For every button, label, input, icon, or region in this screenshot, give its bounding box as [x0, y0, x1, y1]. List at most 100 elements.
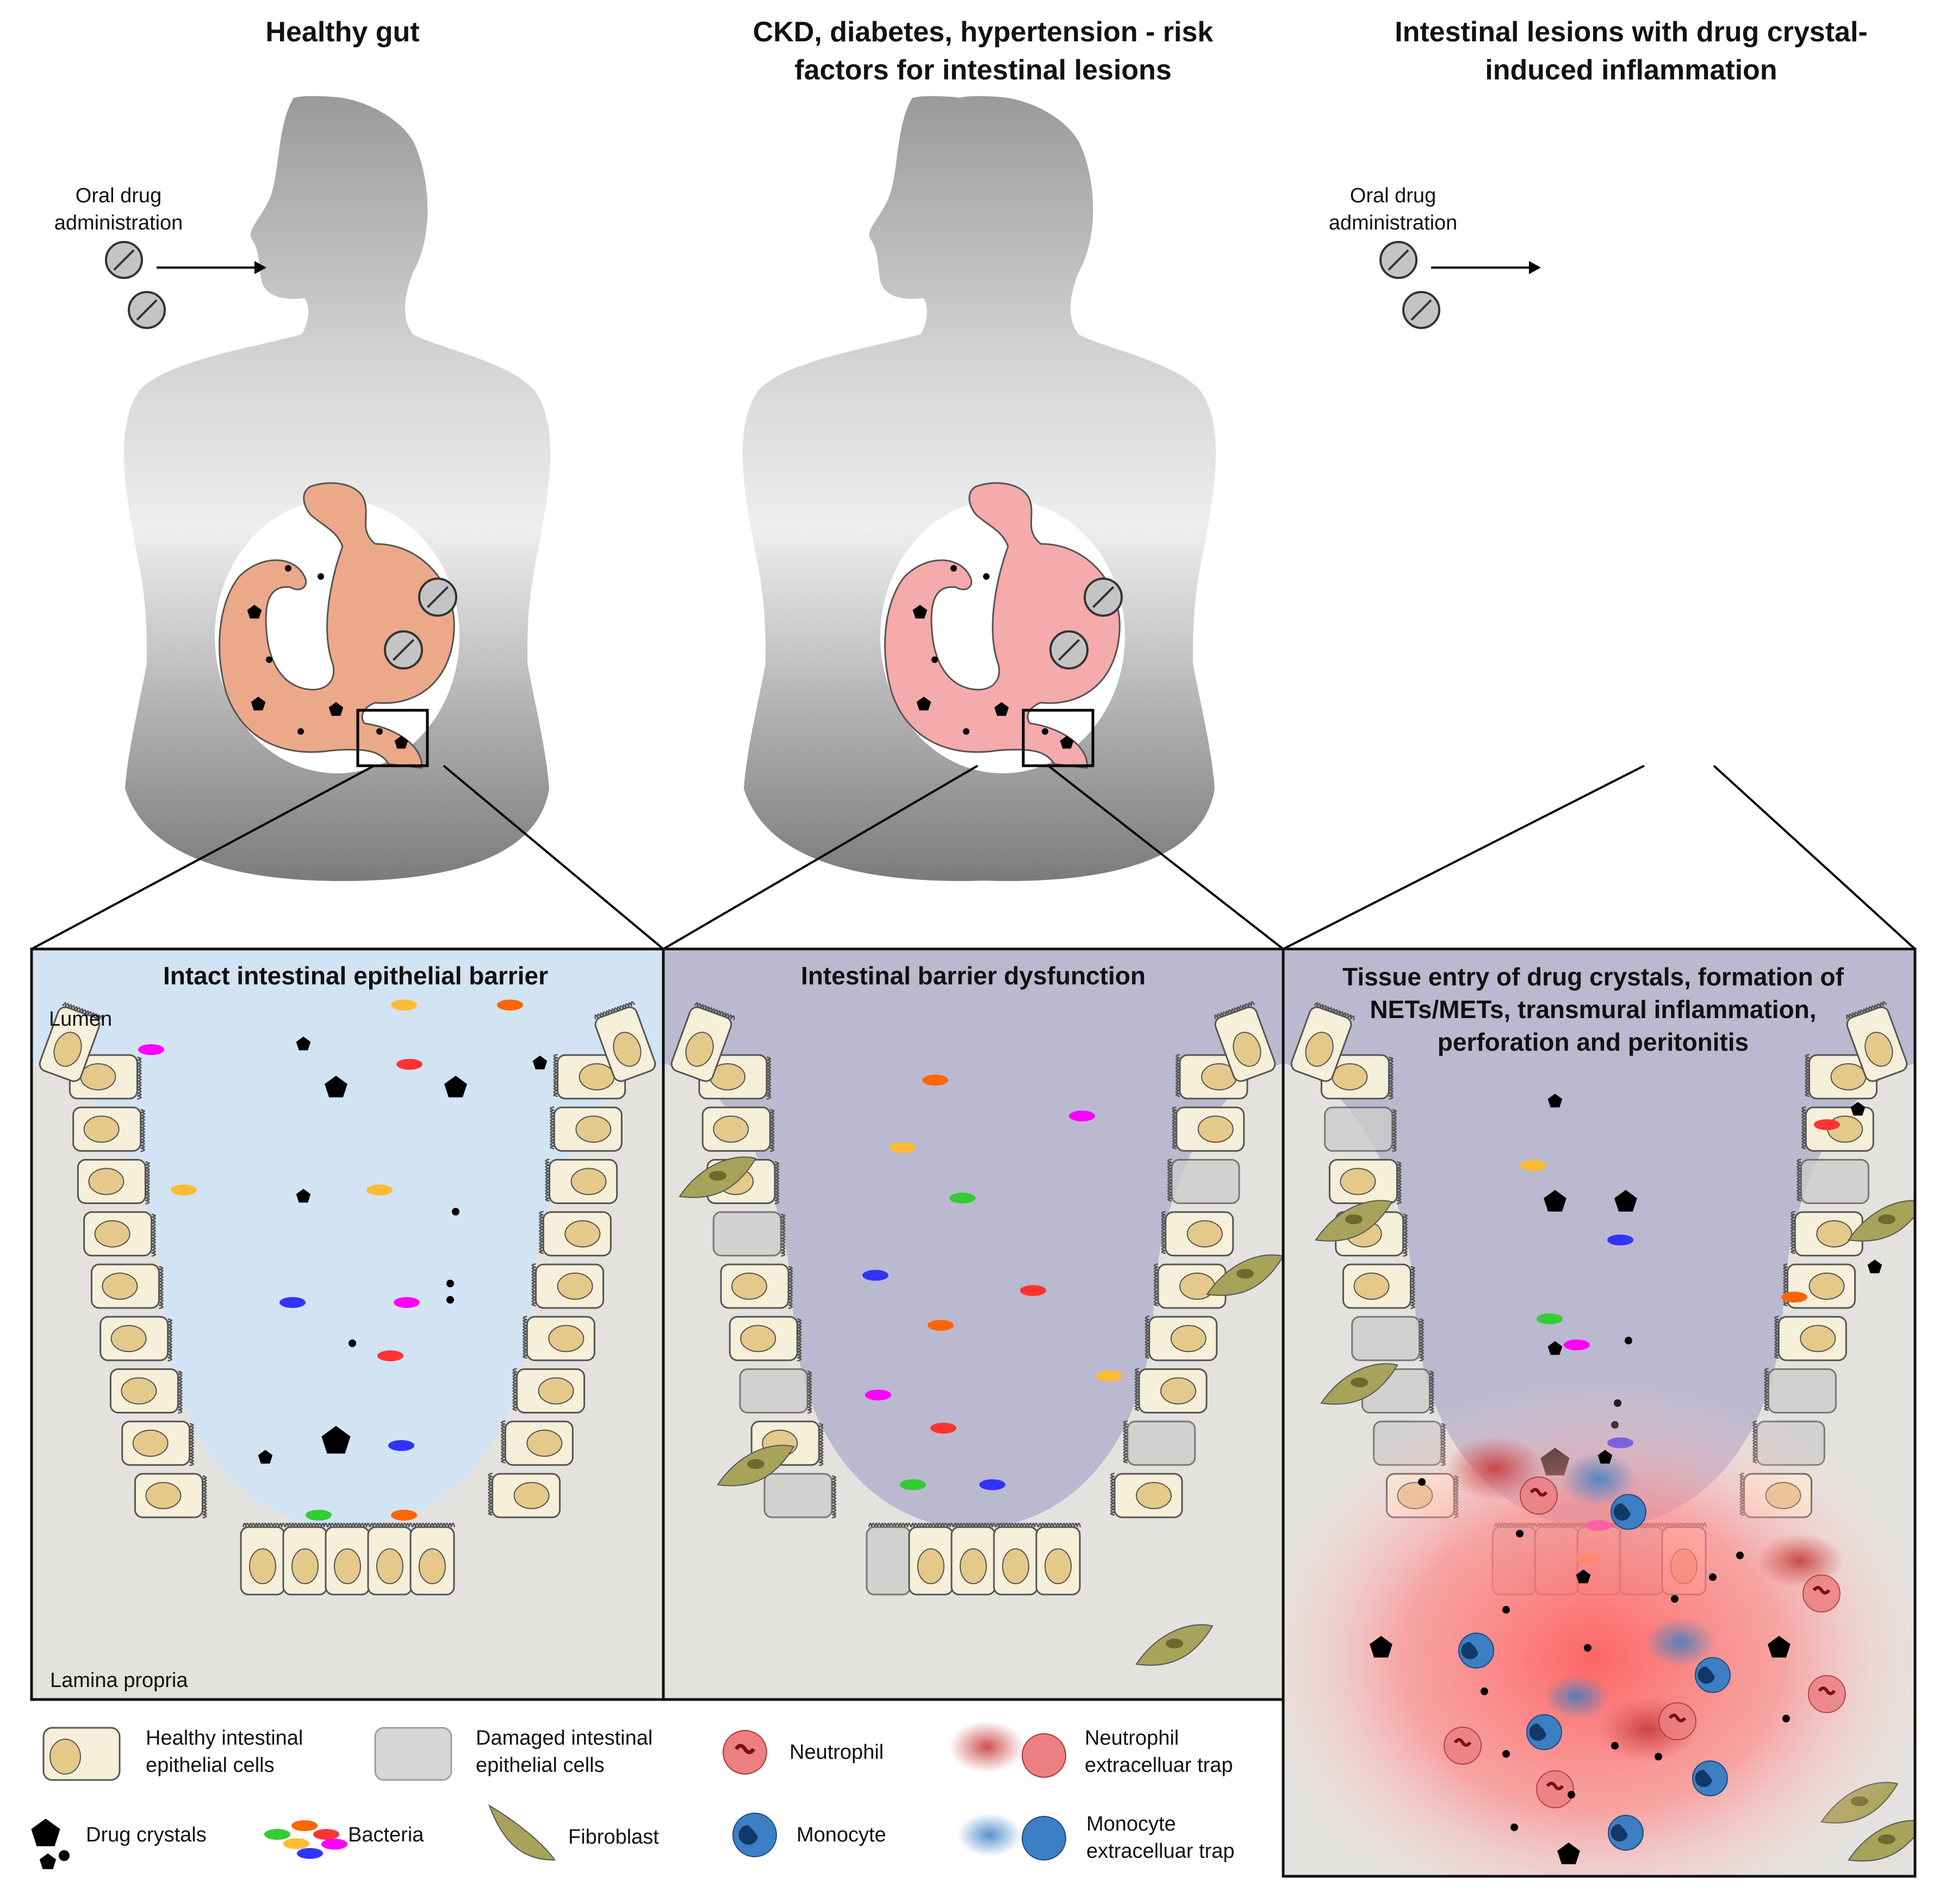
bacteria-icon — [949, 1193, 975, 1204]
drug-crystal-icon — [318, 573, 324, 580]
bacteria-icon — [865, 1390, 891, 1400]
drug-crystal-icon — [251, 697, 266, 711]
microvilli — [1161, 1211, 1166, 1254]
bacteria-icon — [264, 1829, 290, 1840]
microvilli — [202, 1475, 207, 1519]
nucleus — [731, 1273, 767, 1300]
nucleus — [613, 1032, 642, 1067]
panel-2-villus — [663, 951, 1283, 1666]
nucleus — [685, 1032, 714, 1067]
damaged-epithelial-cell — [739, 1368, 812, 1414]
healthy-epithelial-cell — [1110, 1472, 1183, 1518]
microvilli — [1389, 1056, 1394, 1100]
monocyte-nucleus — [1461, 1642, 1478, 1659]
column-title-2-line-2: factors for intestinal lesions — [794, 54, 1172, 86]
microvilli — [1175, 1053, 1180, 1097]
nucleus — [1808, 1273, 1845, 1300]
legend-neutrophil: Neutrophil — [789, 1741, 884, 1764]
microvilli — [1419, 1318, 1424, 1362]
microvilli — [780, 1213, 786, 1257]
nucleus — [1816, 1220, 1852, 1248]
microvilli — [545, 1158, 550, 1202]
neutrophil-nucleus — [1812, 1586, 1831, 1595]
pill-score-line — [1058, 638, 1080, 661]
nucleus — [557, 1273, 593, 1300]
neutrophil — [1808, 1675, 1846, 1713]
drug-crystal-icon — [1655, 1753, 1662, 1760]
nucleus — [419, 1548, 446, 1584]
microvilli — [512, 1368, 517, 1411]
drug-crystal-icon — [1782, 1715, 1790, 1722]
healthy-epithelial-cell — [1328, 1159, 1402, 1205]
nucleus — [376, 1548, 403, 1584]
neutrophil-icon — [723, 1730, 767, 1775]
neutrophil — [1520, 1477, 1558, 1515]
cell-body — [866, 1526, 911, 1596]
bacteria-icon — [366, 1184, 393, 1195]
drug-crystal-icon — [247, 605, 262, 619]
pill-score-line — [1388, 249, 1409, 271]
healthy-epithelial-cell — [1134, 1368, 1208, 1413]
healthy-epithelial-cell — [409, 1522, 456, 1596]
monocyte-icon — [1022, 1816, 1066, 1860]
column-title-1-line-1: Healthy gut — [265, 16, 419, 48]
microvilli — [1214, 1001, 1255, 1020]
healthy-epithelial-cell — [134, 1473, 207, 1519]
microvilli — [1392, 1109, 1397, 1152]
fibroblast-nucleus — [1878, 1834, 1895, 1844]
legend-healthy-line-2: epithelial cells — [146, 1754, 275, 1777]
drug-crystal-icon — [325, 1076, 347, 1097]
legend-fibroblast: Fibroblast — [568, 1826, 659, 1849]
microvilli — [501, 1420, 506, 1463]
drug-crystal-icon — [1516, 1530, 1524, 1537]
healthy-epithelial-cell — [90, 1263, 164, 1310]
lamina-propria-label: Lamina propria — [50, 1669, 188, 1692]
drug-crystal-icon — [328, 702, 344, 716]
legend-damaged-line-2: epithelial cells — [476, 1754, 605, 1777]
drug-crystal-icon — [1625, 1337, 1632, 1344]
cell-body — [1768, 1368, 1837, 1413]
microvilli — [1167, 1158, 1172, 1202]
microvilli — [327, 1522, 371, 1528]
column-title-3-line-2: induced inflammation — [1485, 54, 1777, 86]
healthy-epithelial-cell — [1153, 1263, 1227, 1309]
nucleus — [1002, 1548, 1029, 1584]
monocyte-nucleus — [1611, 1824, 1628, 1841]
nucleus — [1233, 1032, 1261, 1067]
nucleus — [49, 1739, 81, 1775]
neutrophil-extracellular-trap-icon — [949, 1721, 1025, 1773]
drug-crystal-icon — [994, 702, 1009, 716]
drug-crystal-icon — [912, 605, 928, 619]
nucleus — [579, 1063, 615, 1090]
fibroblast-nucleus — [1166, 1639, 1183, 1648]
bacteria-icon — [291, 1820, 318, 1831]
bacteria-icon — [297, 1848, 323, 1859]
microvilli — [1801, 1106, 1806, 1150]
zoom-box — [356, 709, 429, 767]
neutrophil — [1802, 1574, 1840, 1612]
fibroblast-nucleus — [747, 1459, 764, 1469]
bacteria-icon — [321, 1839, 347, 1850]
fibroblast-nucleus — [1878, 1214, 1895, 1224]
panel-3-villus — [1283, 951, 1915, 1876]
oral-drug-label-3-line-1: Oral drug — [1350, 184, 1436, 207]
nucleus — [564, 1220, 601, 1248]
cell-body — [1351, 1316, 1421, 1361]
microvilli — [995, 1522, 1039, 1528]
healthy-epithelial-cell — [39, 1002, 103, 1082]
monocyte-extracellular-trap-icon — [957, 1813, 1022, 1857]
nucleus — [917, 1548, 944, 1584]
pill-score-line — [392, 638, 415, 661]
bacteria-icon — [279, 1297, 306, 1308]
monocyte-nucleus — [1695, 1770, 1712, 1787]
drug-crystal-icon — [1568, 1791, 1575, 1798]
nucleus — [53, 1032, 82, 1067]
monocyte-extracellular-trap — [1544, 1675, 1609, 1719]
drug-crystal-icon — [452, 1208, 459, 1215]
microvilli — [1314, 1002, 1355, 1020]
nucleus — [548, 1325, 585, 1353]
legend-met-line-2: extracelluar trap — [1086, 1840, 1234, 1863]
legend-monocyte: Monocyte — [797, 1824, 886, 1846]
drug-crystal-icon — [321, 1426, 351, 1454]
microvilli — [1134, 1368, 1140, 1411]
